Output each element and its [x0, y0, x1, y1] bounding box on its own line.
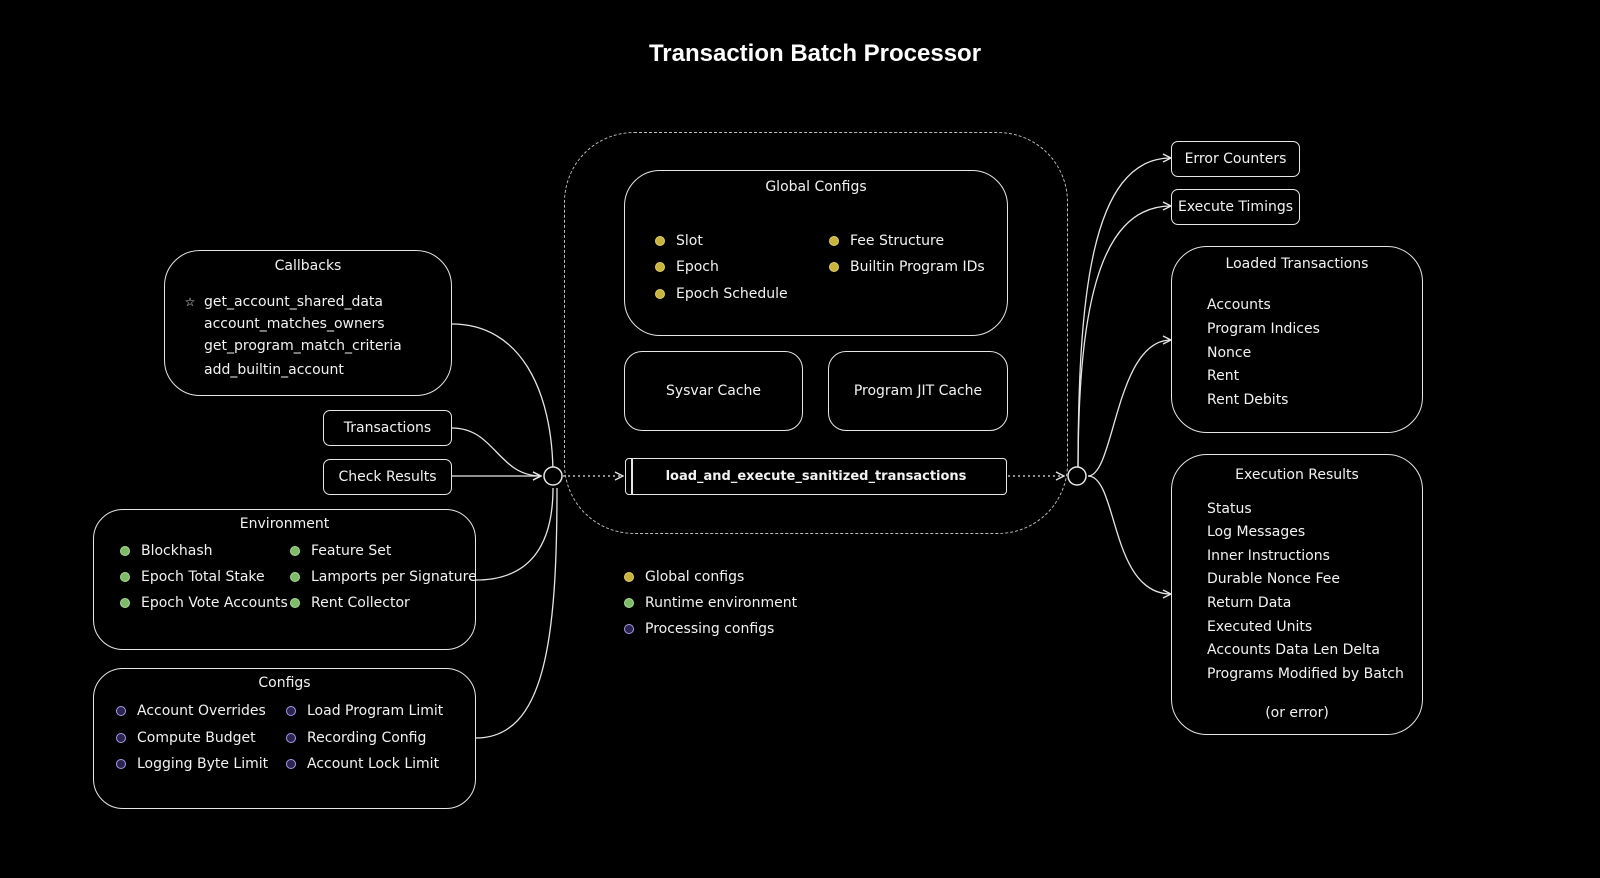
callbacks-box: Callbacks ☆get_account_shared_data accou…: [164, 250, 452, 396]
callback-item: add_builtin_account: [204, 362, 344, 378]
processing-dot-icon: [624, 624, 634, 634]
config-item: Account Lock Limit: [286, 756, 439, 772]
runtime-dot-icon: [624, 598, 634, 608]
diagram-title: Transaction Batch Processor: [648, 40, 982, 67]
global-config-item: Fee Structure: [829, 233, 944, 249]
config-item: Compute Budget: [116, 730, 256, 746]
execution-result-item: Accounts Data Len Delta: [1207, 642, 1380, 658]
program-jit-cache-box: Program JIT Cache: [828, 351, 1008, 431]
runtime-dot-icon: [120, 598, 130, 608]
global-configs-title: Global Configs: [765, 179, 867, 195]
execution-result-item: Executed Units: [1207, 619, 1313, 635]
runtime-dot-icon: [120, 572, 130, 582]
global-configs-box: Global Configs Slot Epoch Epoch Schedule…: [624, 170, 1008, 336]
global-config-item: Epoch Schedule: [655, 286, 788, 302]
legend-item: Runtime environment: [624, 595, 797, 611]
global-dot-icon: [829, 262, 839, 272]
legend: Global configs Runtime environment Proce…: [624, 569, 844, 659]
execution-result-item: Log Messages: [1207, 524, 1306, 540]
execution-result-item: Status: [1207, 501, 1252, 517]
global-config-item: Slot: [655, 233, 703, 249]
execution-results-title: Execution Results: [1235, 467, 1359, 483]
execution-result-item: Return Data: [1207, 595, 1292, 611]
runtime-dot-icon: [120, 546, 130, 556]
runtime-dot-icon: [290, 572, 300, 582]
callback-item: ☆get_account_shared_data: [184, 294, 383, 310]
global-dot-icon: [829, 236, 839, 246]
loaded-transaction-item: Program Indices: [1207, 321, 1320, 337]
edge-callbacks-to-junction: [451, 323, 554, 477]
environment-item: Blockhash: [120, 543, 212, 559]
edge-environment-to-junction: [475, 487, 554, 581]
execution-results-box: Execution Results Status Log Messages In…: [1171, 454, 1423, 735]
loaded-transaction-item: Nonce: [1207, 345, 1252, 361]
processing-dot-icon: [116, 759, 126, 769]
processing-dot-icon: [286, 706, 296, 716]
global-config-item: Epoch: [655, 259, 719, 275]
check-results-box: Check Results: [323, 459, 452, 495]
config-item: Recording Config: [286, 730, 426, 746]
loaded-transaction-item: Rent: [1207, 368, 1240, 384]
config-item: Account Overrides: [116, 703, 266, 719]
execution-result-item: Inner Instructions: [1207, 548, 1330, 564]
execution-result-item: Durable Nonce Fee: [1207, 571, 1341, 587]
environment-item: Rent Collector: [290, 595, 410, 611]
execution-results-footer: (or error): [1265, 705, 1329, 721]
loaded-transaction-item: Accounts: [1207, 297, 1271, 313]
configs-box: Configs Account Overrides Compute Budget…: [93, 668, 476, 809]
input-junction: [543, 466, 563, 486]
config-item: Logging Byte Limit: [116, 756, 268, 772]
runtime-dot-icon: [290, 546, 300, 556]
environment-box: Environment Blockhash Epoch Total Stake …: [93, 509, 477, 650]
output-junction: [1067, 466, 1087, 486]
environment-item: Lamports per Signature: [290, 569, 477, 585]
global-dot-icon: [655, 262, 665, 272]
edge-junction-to-loaded-transactions: [1087, 340, 1171, 477]
config-item: Load Program Limit: [286, 703, 443, 719]
processor-group: [564, 132, 1068, 534]
loaded-transaction-item: Rent Debits: [1207, 392, 1289, 408]
processor-function-box: load_and_execute_sanitized_transactions: [625, 458, 1007, 495]
global-dot-icon: [655, 236, 665, 246]
sysvar-cache-box: Sysvar Cache: [624, 351, 803, 431]
loaded-transactions-title: Loaded Transactions: [1225, 256, 1369, 272]
execution-result-item: Programs Modified by Batch: [1207, 666, 1404, 682]
processing-dot-icon: [116, 706, 126, 716]
environment-title: Environment: [239, 516, 330, 532]
processor-function-label: load_and_execute_sanitized_transactions: [665, 469, 967, 484]
environment-item: Epoch Total Stake: [120, 569, 265, 585]
legend-item: Processing configs: [624, 621, 774, 637]
global-dot-icon: [624, 572, 634, 582]
global-config-item: Builtin Program IDs: [829, 259, 985, 275]
edge-transactions-to-junction: [451, 427, 541, 476]
runtime-dot-icon: [290, 598, 300, 608]
processing-dot-icon: [286, 759, 296, 769]
configs-title: Configs: [258, 675, 311, 691]
execute-timings-box: Execute Timings: [1171, 189, 1300, 225]
callback-item: get_program_match_criteria: [204, 338, 402, 354]
processing-dot-icon: [286, 733, 296, 743]
edge-junction-to-execution-results: [1087, 475, 1171, 594]
edge-junction-to-execute-timings: [1077, 206, 1171, 477]
legend-item: Global configs: [624, 569, 744, 585]
star-icon: ☆: [184, 295, 196, 309]
edge-configs-to-junction: [475, 487, 558, 739]
callbacks-title: Callbacks: [274, 258, 342, 274]
loaded-transactions-box: Loaded Transactions Accounts Program Ind…: [1171, 246, 1423, 433]
environment-item: Epoch Vote Accounts: [120, 595, 288, 611]
callback-item: account_matches_owners: [204, 316, 385, 332]
edge-junction-to-error-counters: [1077, 158, 1171, 477]
processing-dot-icon: [116, 733, 126, 743]
processor-box-divider: [631, 458, 633, 495]
global-dot-icon: [655, 289, 665, 299]
error-counters-box: Error Counters: [1171, 141, 1300, 177]
transactions-box: Transactions: [323, 410, 452, 446]
environment-item: Feature Set: [290, 543, 391, 559]
